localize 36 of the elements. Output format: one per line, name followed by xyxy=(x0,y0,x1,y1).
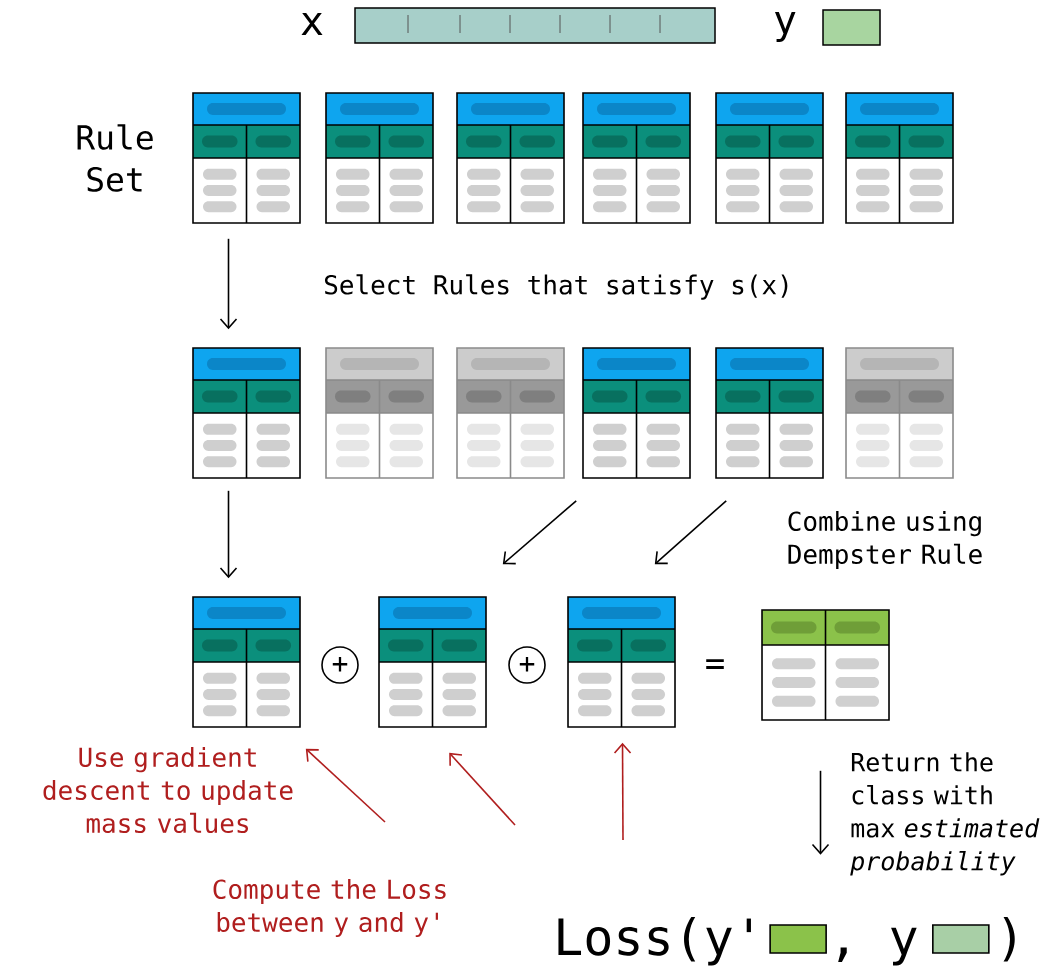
rule-table xyxy=(845,92,954,224)
rule-table xyxy=(192,347,301,479)
row-label: Rule Set xyxy=(77,124,153,192)
rule-table xyxy=(582,92,691,224)
edge-label: Return the class with max estimated probability xyxy=(850,752,1040,876)
arrow xyxy=(654,500,727,565)
rule-table xyxy=(192,92,301,224)
rule-table xyxy=(456,92,565,224)
rule-table xyxy=(715,92,824,224)
arrow xyxy=(449,752,516,826)
axis-letter: y xyxy=(775,11,796,43)
arrow xyxy=(305,748,386,823)
arrow xyxy=(219,490,238,579)
operator-symbol: + xyxy=(519,657,535,672)
rule-table xyxy=(378,596,487,728)
rule-table xyxy=(325,347,434,479)
arrow xyxy=(502,500,577,565)
rule-table xyxy=(715,347,824,479)
rule-table xyxy=(567,596,676,728)
axis-letter: x xyxy=(301,13,323,35)
note-text: Combine using Dempster Rule xyxy=(788,510,982,570)
rule-table xyxy=(192,596,301,728)
note-text: Use gradient descent to update mass values xyxy=(43,746,293,834)
note-text: Compute the Loss between y and y' xyxy=(213,878,446,938)
rule-table xyxy=(845,347,954,479)
operator-symbol: = xyxy=(706,659,724,669)
arrow xyxy=(219,238,238,330)
operator-symbol: + xyxy=(332,657,348,672)
rule-table xyxy=(582,347,691,479)
result-table xyxy=(761,609,890,721)
rule-table xyxy=(325,92,434,224)
caption-text: Select Rules that satisfy s(x) xyxy=(325,274,788,300)
arrow xyxy=(811,770,830,855)
loss-formula: Loss(y' , y ) xyxy=(558,917,1015,966)
rule-table xyxy=(456,347,565,479)
arrow xyxy=(613,742,632,841)
